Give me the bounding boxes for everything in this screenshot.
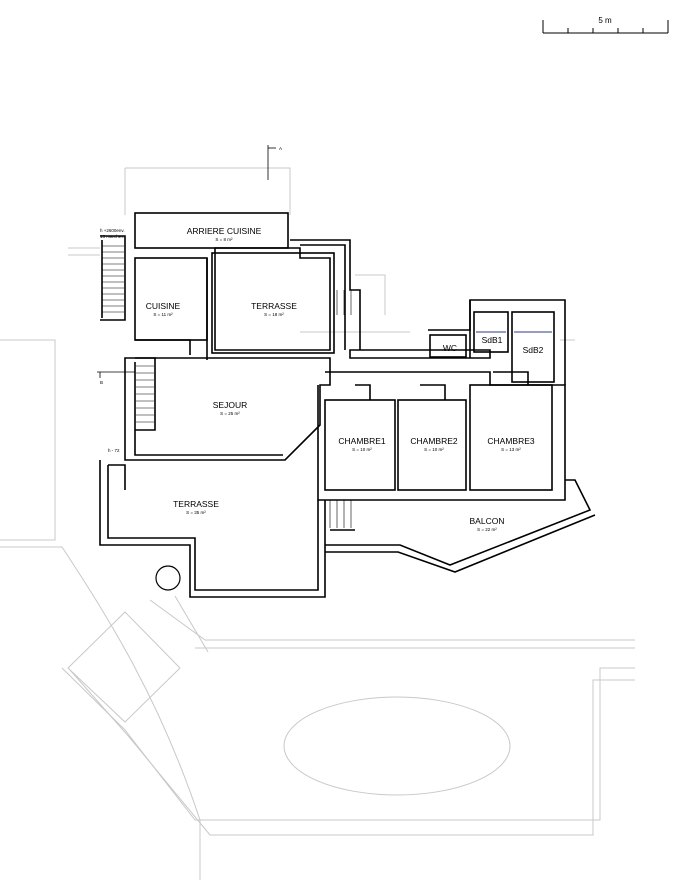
room-terrasse-haute-area: S = 18 m² [264, 312, 284, 317]
site-outline [0, 167, 635, 880]
room-cuisine-name: CUISINE [146, 301, 181, 311]
room-sdb1-name: SdB1 [482, 335, 503, 345]
room-arriere-cuisine-area: S = 8 m² [215, 237, 233, 242]
room-terrasse-haute-name: TERRASSE [251, 301, 297, 311]
walls [99, 212, 596, 598]
room-balcon-name: BALCON [470, 516, 505, 526]
stair-treads [102, 245, 352, 528]
room-sejour-name: SEJOUR [213, 400, 247, 410]
level-note-3: h - 72 [108, 448, 120, 453]
room-cuisine-area: S = 11 m² [153, 312, 173, 317]
room-balcon-area: S = 22 m² [477, 527, 497, 532]
room-sdb2-name: SdB2 [523, 345, 544, 355]
room-sejour-area: S = 25 m² [220, 411, 240, 416]
room-terrasse-basse-name: TERRASSE [173, 499, 219, 509]
room-chambre1-name: CHAMBRE1 [338, 436, 386, 446]
room-chambre2-name: CHAMBRE2 [410, 436, 458, 446]
section-marker-b [97, 371, 135, 378]
section-b-label: B [100, 380, 103, 385]
scale-label: 5 m [598, 16, 612, 25]
room-arriere-cuisine-name: ARRIERE CUISINE [187, 226, 262, 236]
level-note-1: h +2600env. [100, 228, 125, 233]
room-wc-name: WC [443, 343, 457, 353]
room-chambre2-area: S = 10 m² [424, 447, 444, 452]
section-a-label: A [279, 146, 282, 151]
round-planter [155, 565, 181, 591]
room-chambre1-area: S = 10 m² [352, 447, 372, 452]
scale-bar [542, 20, 669, 34]
room-chambre3-name: CHAMBRE3 [487, 436, 535, 446]
room-chambre3-area: S = 13 m² [501, 447, 521, 452]
room-terrasse-basse-area: S = 35 m² [186, 510, 206, 515]
level-note-2: 13 marches [100, 234, 124, 239]
section-marker-a [267, 145, 276, 180]
